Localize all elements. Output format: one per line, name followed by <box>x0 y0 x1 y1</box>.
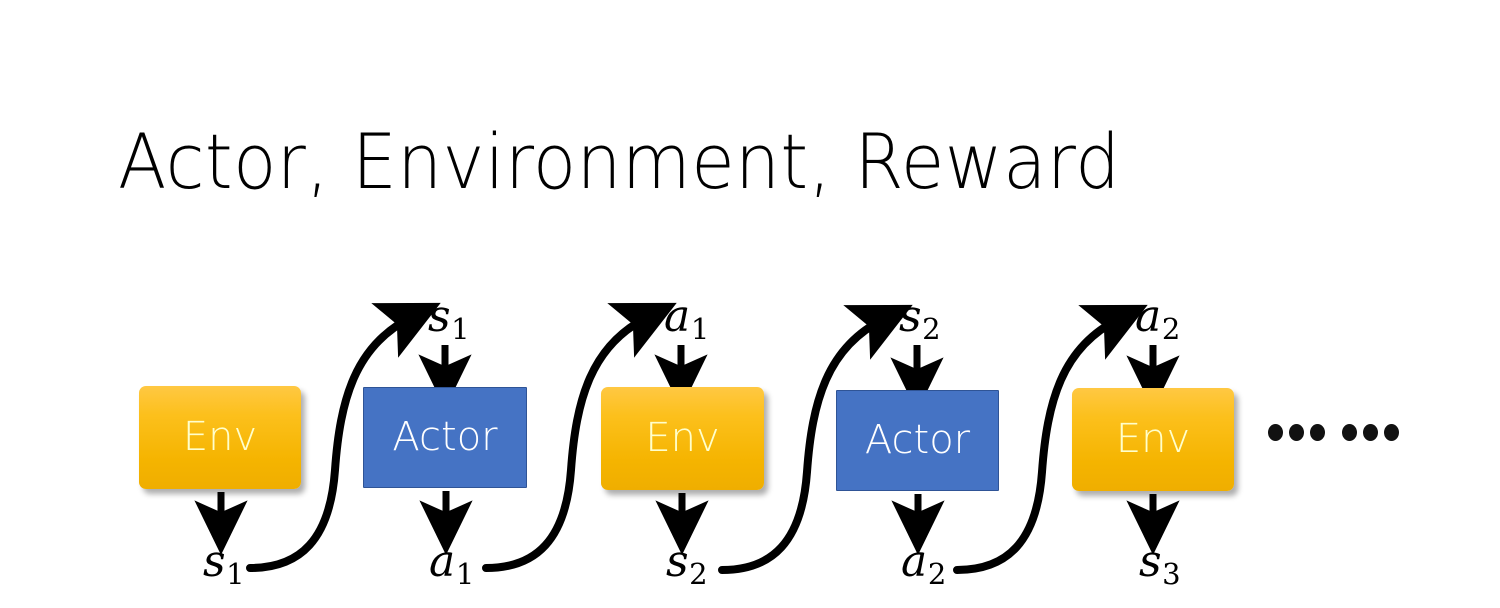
label-top-s1: s1 <box>428 295 470 344</box>
symbol-subscript: 1 <box>690 312 710 347</box>
symbol-subscript: 1 <box>455 557 475 592</box>
ellipsis-dot <box>1342 424 1357 441</box>
symbol-subscript: 2 <box>922 312 941 347</box>
node-env-1[interactable]: Env <box>139 386 301 489</box>
ellipsis-gap <box>1331 432 1336 433</box>
label-bottom-s2: s2 <box>666 540 708 589</box>
node-actor-1[interactable]: Actor <box>363 387 527 488</box>
symbol-subscript: 1 <box>451 312 470 347</box>
node-label: Env <box>645 414 720 461</box>
symbol-subscript: 2 <box>927 557 947 592</box>
symbol-subscript: 2 <box>689 557 708 592</box>
down-arrows-out-of-boxes <box>194 491 1180 556</box>
symbol-base: s <box>666 536 689 587</box>
symbol-subscript: 1 <box>226 557 245 592</box>
node-env-2[interactable]: Env <box>601 387 764 490</box>
node-env-3[interactable]: Env <box>1072 388 1234 491</box>
symbol-subscript: 3 <box>1162 557 1181 592</box>
ellipsis-continuation-icon <box>1268 424 1399 441</box>
ellipsis-dot <box>1268 424 1283 441</box>
node-label: Env <box>1115 415 1191 462</box>
ellipsis-dot <box>1310 424 1325 441</box>
label-top-s2: s2 <box>899 295 941 344</box>
node-label: Actor <box>392 413 498 460</box>
symbol-base: a <box>1135 291 1162 342</box>
symbol-base: s <box>203 536 226 587</box>
label-bottom-a1: a1 <box>429 540 474 589</box>
symbol-base: s <box>1139 536 1162 587</box>
ellipsis-dot <box>1363 424 1378 441</box>
node-actor-2[interactable]: Actor <box>836 390 999 491</box>
symbol-base: a <box>429 536 456 587</box>
ellipsis-dot <box>1289 424 1304 441</box>
node-label: Env <box>182 413 258 460</box>
page-title: Actor, Environment, Reward <box>118 117 1121 206</box>
ellipsis-dot <box>1384 424 1399 441</box>
symbol-subscript: 2 <box>1161 312 1181 347</box>
label-bottom-s1: s1 <box>203 540 245 589</box>
label-top-a1: a1 <box>664 295 709 344</box>
down-arrows-into-boxes <box>418 345 1180 413</box>
symbol-base: s <box>428 291 451 342</box>
symbol-base: a <box>901 536 928 587</box>
symbol-base: a <box>664 291 691 342</box>
label-top-a2: a2 <box>1135 295 1180 344</box>
label-bottom-s3: s3 <box>1139 540 1181 589</box>
label-bottom-a2: a2 <box>901 540 946 589</box>
node-label: Actor <box>864 416 971 463</box>
symbol-base: s <box>899 291 922 342</box>
